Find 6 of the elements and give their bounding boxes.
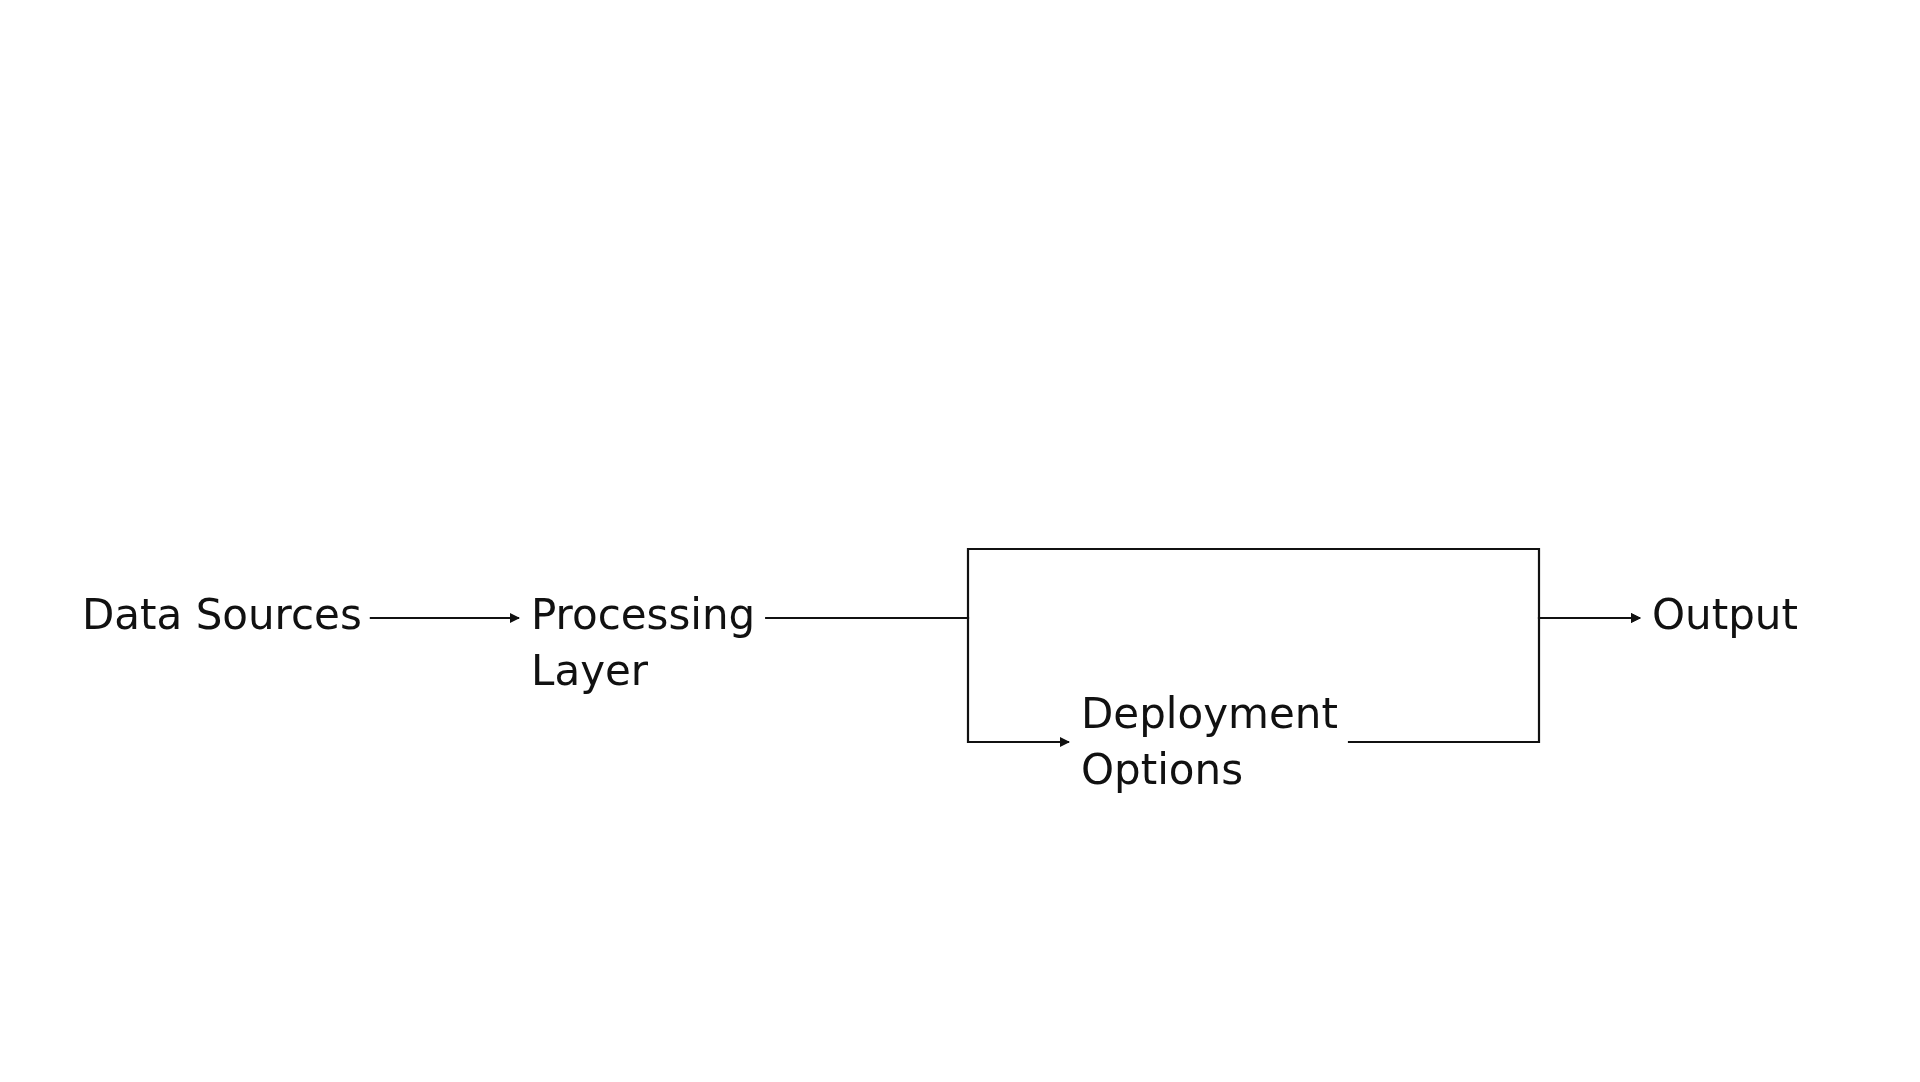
node-label: Data Sources xyxy=(82,590,362,639)
node-label: Output xyxy=(1652,590,1798,639)
node-label: Processing Layer xyxy=(531,590,756,695)
node-label: Deployment Options xyxy=(1081,689,1338,794)
arrow xyxy=(369,613,520,623)
arrow xyxy=(1347,613,1641,744)
